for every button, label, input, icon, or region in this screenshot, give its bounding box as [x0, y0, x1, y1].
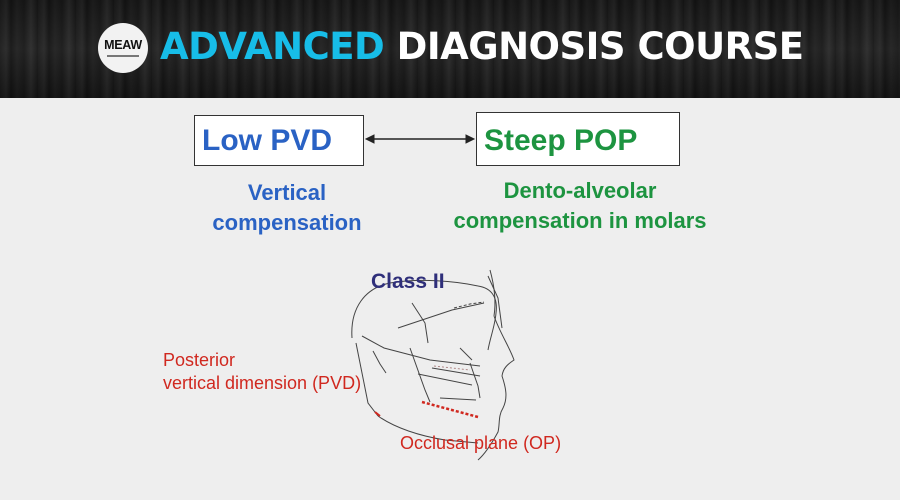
pvd-label-line: Posterior — [163, 350, 236, 370]
title-accent: ADVANCED — [160, 25, 385, 68]
caption-line: Dento-alveolar — [503, 178, 657, 203]
steep-pop-box: Steep POP — [476, 112, 680, 166]
vertical-compensation-caption: Vertical compensation — [192, 178, 382, 238]
logo-subtext-line — [107, 54, 139, 57]
logo-text: MEAW — [104, 38, 142, 53]
slide-content: Low PVD Steep POP Vertical compensation … — [0, 98, 900, 500]
header-banner: MEAW ADVANCED DIAGNOSIS COURSE — [0, 0, 900, 98]
occlusal-plane-line — [421, 400, 479, 419]
pvd-label: Posterior vertical dimension (PVD) — [163, 349, 361, 395]
class-ii-label: Class II — [371, 270, 445, 293]
caption-line: compensation in molars — [453, 208, 707, 233]
cephalometric-tracing — [351, 269, 515, 461]
occlusal-plane-label: Occlusal plane (OP) — [400, 433, 562, 453]
pvd-label-line: vertical dimension (PVD) — [163, 373, 362, 393]
caption-line: compensation — [212, 210, 362, 235]
low-pvd-box: Low PVD — [194, 115, 364, 166]
dento-alveolar-caption: Dento-alveolar compensation in molars — [425, 176, 735, 236]
meaw-logo: MEAW — [98, 23, 148, 73]
course-title: ADVANCED DIAGNOSIS COURSE — [160, 22, 804, 72]
title-rest: DIAGNOSIS COURSE — [396, 25, 804, 68]
caption-line: Vertical — [247, 180, 327, 205]
double-arrow — [364, 134, 476, 144]
